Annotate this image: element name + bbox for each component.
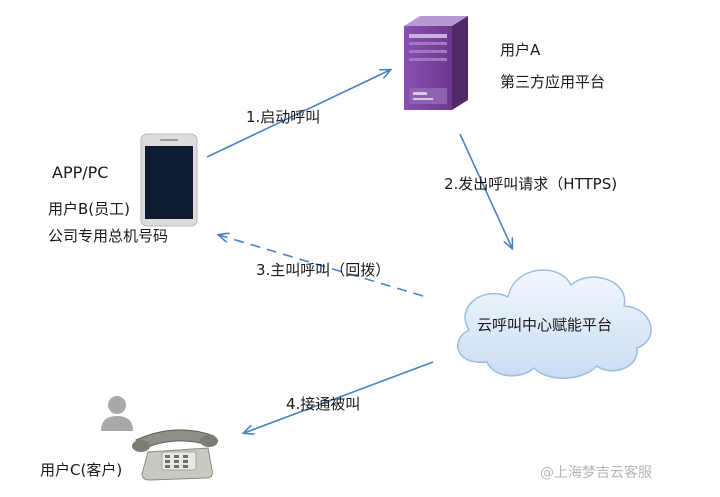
arrow-step-1 — [206, 70, 390, 158]
cloud-platform-label: 云呼叫中心赋能平台 — [477, 316, 613, 334]
arrow-step-3 — [219, 235, 424, 297]
user-a-label: 用户A — [500, 41, 541, 59]
step-2-label: 2.发出呼叫请求（HTTPS) — [444, 175, 618, 193]
cloud-shape — [457, 269, 652, 379]
arrow-step-4 — [244, 361, 434, 433]
user-b-label: 用户B(员工) — [48, 200, 130, 218]
app-pc-label: APP/PC — [52, 163, 109, 182]
step-3-label: 3.主叫呼叫（回拨） — [256, 261, 391, 279]
desk-telephone-icon — [132, 429, 218, 481]
step-4-label: 4.接通被叫 — [286, 395, 361, 413]
person-icon — [101, 396, 133, 431]
third-party-platform-label: 第三方应用平台 — [500, 73, 606, 91]
mobile-phone-icon — [140, 133, 198, 227]
arrow-step-2 — [459, 133, 512, 248]
company-number-label: 公司专用总机号码 — [48, 227, 169, 245]
step-1-label: 1.启动呼叫 — [246, 108, 321, 126]
user-c-label: 用户C(客户) — [40, 461, 123, 479]
watermark: @上海梦吉云客服 — [540, 465, 652, 481]
server-icon — [404, 16, 468, 110]
